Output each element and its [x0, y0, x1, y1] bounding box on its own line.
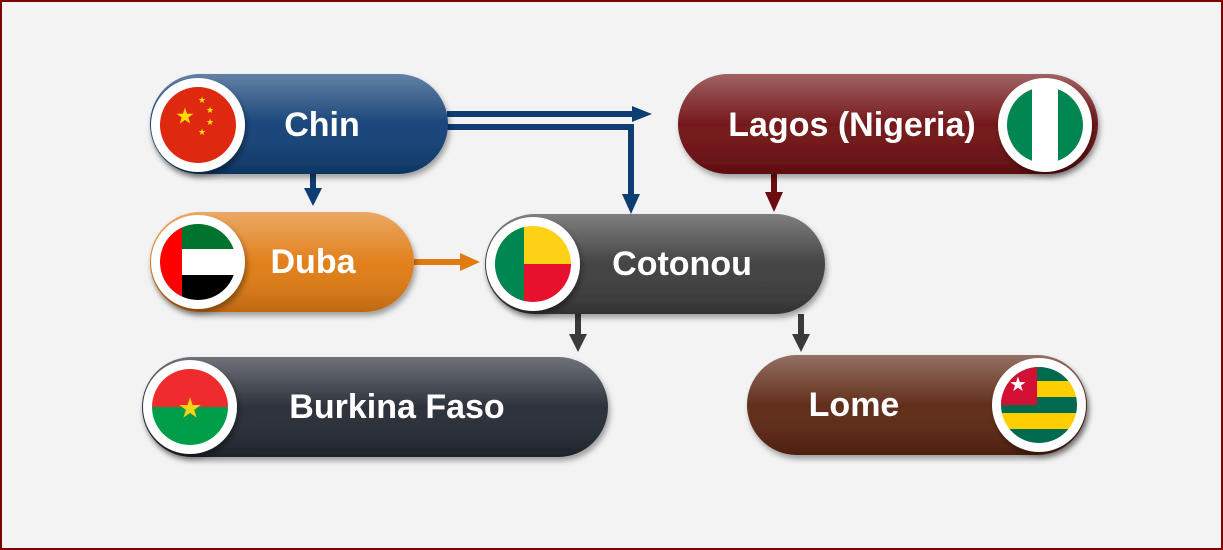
burkina-faso-flag-icon: ★: [143, 360, 237, 454]
edge-cotonou-to-lome: [792, 314, 810, 352]
svg-text:★: ★: [198, 95, 206, 105]
svg-text:★: ★: [177, 393, 202, 424]
edge-lagos-to-cotonou: [765, 172, 783, 212]
china-flag-icon: ★ ★ ★ ★ ★: [151, 78, 245, 172]
svg-text:★: ★: [206, 105, 214, 115]
svg-text:★: ★: [206, 117, 214, 127]
edge-china-to-lagos: [447, 106, 652, 122]
uae-flag-icon: [151, 215, 245, 309]
benin-flag-icon: [486, 217, 580, 311]
node-dubai-label: Duba: [271, 243, 357, 281]
node-lagos-label: Lagos (Nigeria): [728, 106, 975, 144]
togo-flag-icon: ★: [992, 358, 1086, 452]
svg-text:★: ★: [175, 104, 195, 129]
node-burkina: [142, 357, 608, 457]
node-china-label: Chin: [284, 106, 360, 144]
edge-china-to-cotonou: [447, 124, 640, 214]
svg-text:★: ★: [198, 127, 206, 137]
edge-dubai-to-cotonou: [414, 253, 480, 271]
edge-china-to-dubai: [304, 172, 322, 206]
node-cotonou-label: Cotonou: [612, 245, 752, 283]
svg-text:★: ★: [1009, 374, 1027, 396]
node-lagos: [678, 74, 1098, 174]
nigeria-flag-icon: [998, 78, 1092, 172]
node-lome-label: Lome: [809, 386, 900, 424]
node-burkina-label: Burkina Faso: [289, 388, 504, 426]
edge-cotonou-to-burkina: [569, 314, 587, 352]
